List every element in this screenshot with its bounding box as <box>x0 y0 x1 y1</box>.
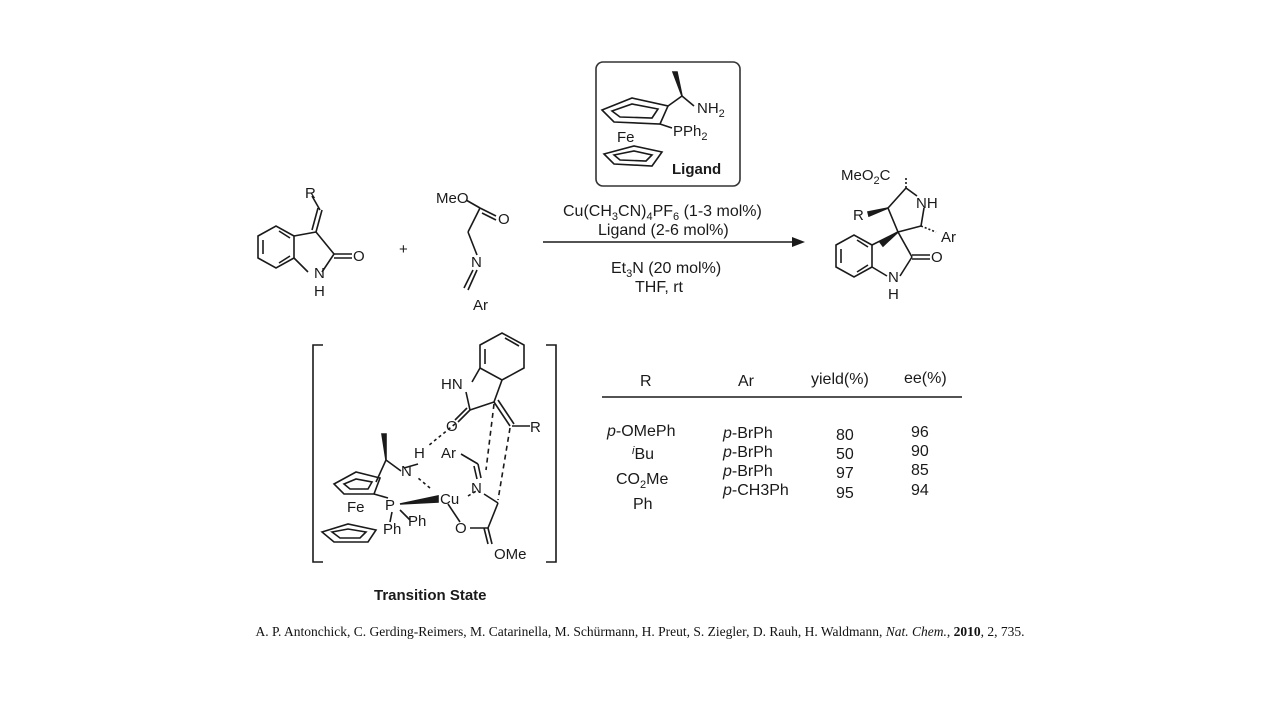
table-Ar-row3: p-BrPh <box>722 463 773 480</box>
table-Ar-row4: p-CH3Ph <box>722 482 789 499</box>
ts-HN-label: HN <box>441 376 463 393</box>
reference-journal: Nat. Chem. <box>885 624 947 639</box>
table-header-R: R <box>640 373 652 390</box>
condition-line-2: Ligand (2-6 mol%) <box>598 222 729 239</box>
table-ee-row1: 96 <box>911 424 929 441</box>
product-R-label: R <box>853 207 864 224</box>
ts-Ar-label: Ar <box>441 445 456 462</box>
ts-P-label: P <box>385 497 395 514</box>
ts-H-label: H <box>414 445 425 462</box>
table-R-row2: iBu <box>632 445 654 463</box>
ts-O-label: O <box>446 418 458 435</box>
table-ee-row2: 90 <box>911 443 929 460</box>
ts-OMe-label: OMe <box>494 546 527 563</box>
ts-Ph2-label: Ph <box>383 521 401 538</box>
ligand-PPh2-label: PPh2 <box>673 123 707 143</box>
table-R-row3: CO2Me <box>616 471 668 491</box>
product-MeO2C-label: MeO2C <box>841 167 891 187</box>
ts-Cu-label: Cu <box>440 491 459 508</box>
reference-authors: A. P. Antonchick, C. Gerding-Reimers, M.… <box>255 624 886 639</box>
table-yield-row3: 97 <box>836 465 854 482</box>
reactant-iminoester <box>463 199 497 291</box>
reactant2-N-label: N <box>471 254 482 271</box>
ts-R-label: R <box>530 419 541 436</box>
ts-structure <box>320 332 530 545</box>
reactant2-Ar-label: Ar <box>473 297 488 314</box>
ts-Fe-label: Fe <box>347 499 365 516</box>
arrow-head <box>792 237 805 247</box>
reactant1-H-label: H <box>314 283 325 300</box>
table-ee-row3: 85 <box>911 462 929 479</box>
ts-O2-label: O <box>455 520 467 537</box>
ts-title: Transition State <box>374 587 487 604</box>
table-Ar-row2: p-BrPh <box>722 444 773 461</box>
product-NH-label: NH <box>916 195 938 212</box>
table-R-row4: Ph <box>633 496 653 513</box>
table-header-Ar: Ar <box>738 373 755 390</box>
table-header-ee: ee(%) <box>904 370 947 387</box>
reference-year: 2010 <box>953 624 981 639</box>
ligand-structure <box>600 71 695 167</box>
table-ee-row4: 94 <box>911 482 929 499</box>
table-R-row1: p-OMePh <box>606 423 675 440</box>
table-yield-row1: 80 <box>836 427 854 444</box>
product-H-label: H <box>888 286 899 303</box>
reactant1-N-label: N <box>314 265 325 282</box>
ts-Ph1-label: Ph <box>408 513 426 530</box>
ligand-Fe-label: Fe <box>617 129 635 146</box>
reactant1-R-label: R <box>305 185 316 202</box>
ts-N1-label: N <box>401 463 412 480</box>
ts-brackets <box>312 344 557 563</box>
ligand-NH2-label: NH2 <box>697 100 725 120</box>
reactant1-O-label: O <box>353 248 365 265</box>
table-header-yield: yield(%) <box>811 371 869 388</box>
results-table: R Ar yield(%) ee(%) p-OMePh iBu CO2Me Ph… <box>602 370 962 513</box>
ligand-box <box>595 61 741 187</box>
table-yield-row2: 50 <box>836 446 854 463</box>
table-yield-row4: 95 <box>836 485 854 502</box>
product-O-label: O <box>931 249 943 266</box>
product-N-label: N <box>888 269 899 286</box>
reference-volume-pages: , 2, 735. <box>980 624 1025 639</box>
condition-line-1: Cu(CH3CN)4PF6 (1-3 mol%) <box>563 203 762 223</box>
reactant2-MeO-label: MeO <box>436 190 469 207</box>
plus-sign: + <box>399 241 408 258</box>
condition-line-4: THF, rt <box>635 279 684 296</box>
ligand-title: Ligand <box>672 161 721 178</box>
reference-citation: A. P. Antonchick, C. Gerding-Reimers, M.… <box>255 624 1025 639</box>
reactant2-O-label: O <box>498 211 510 228</box>
condition-line-3: Et3N (20 mol%) <box>611 260 721 280</box>
ts-N2-label: N <box>471 480 482 497</box>
product-Ar-label: Ar <box>941 229 956 246</box>
table-Ar-row1: p-BrPh <box>722 425 773 442</box>
product-structure <box>835 178 937 278</box>
reactant-oxindole <box>257 195 352 273</box>
